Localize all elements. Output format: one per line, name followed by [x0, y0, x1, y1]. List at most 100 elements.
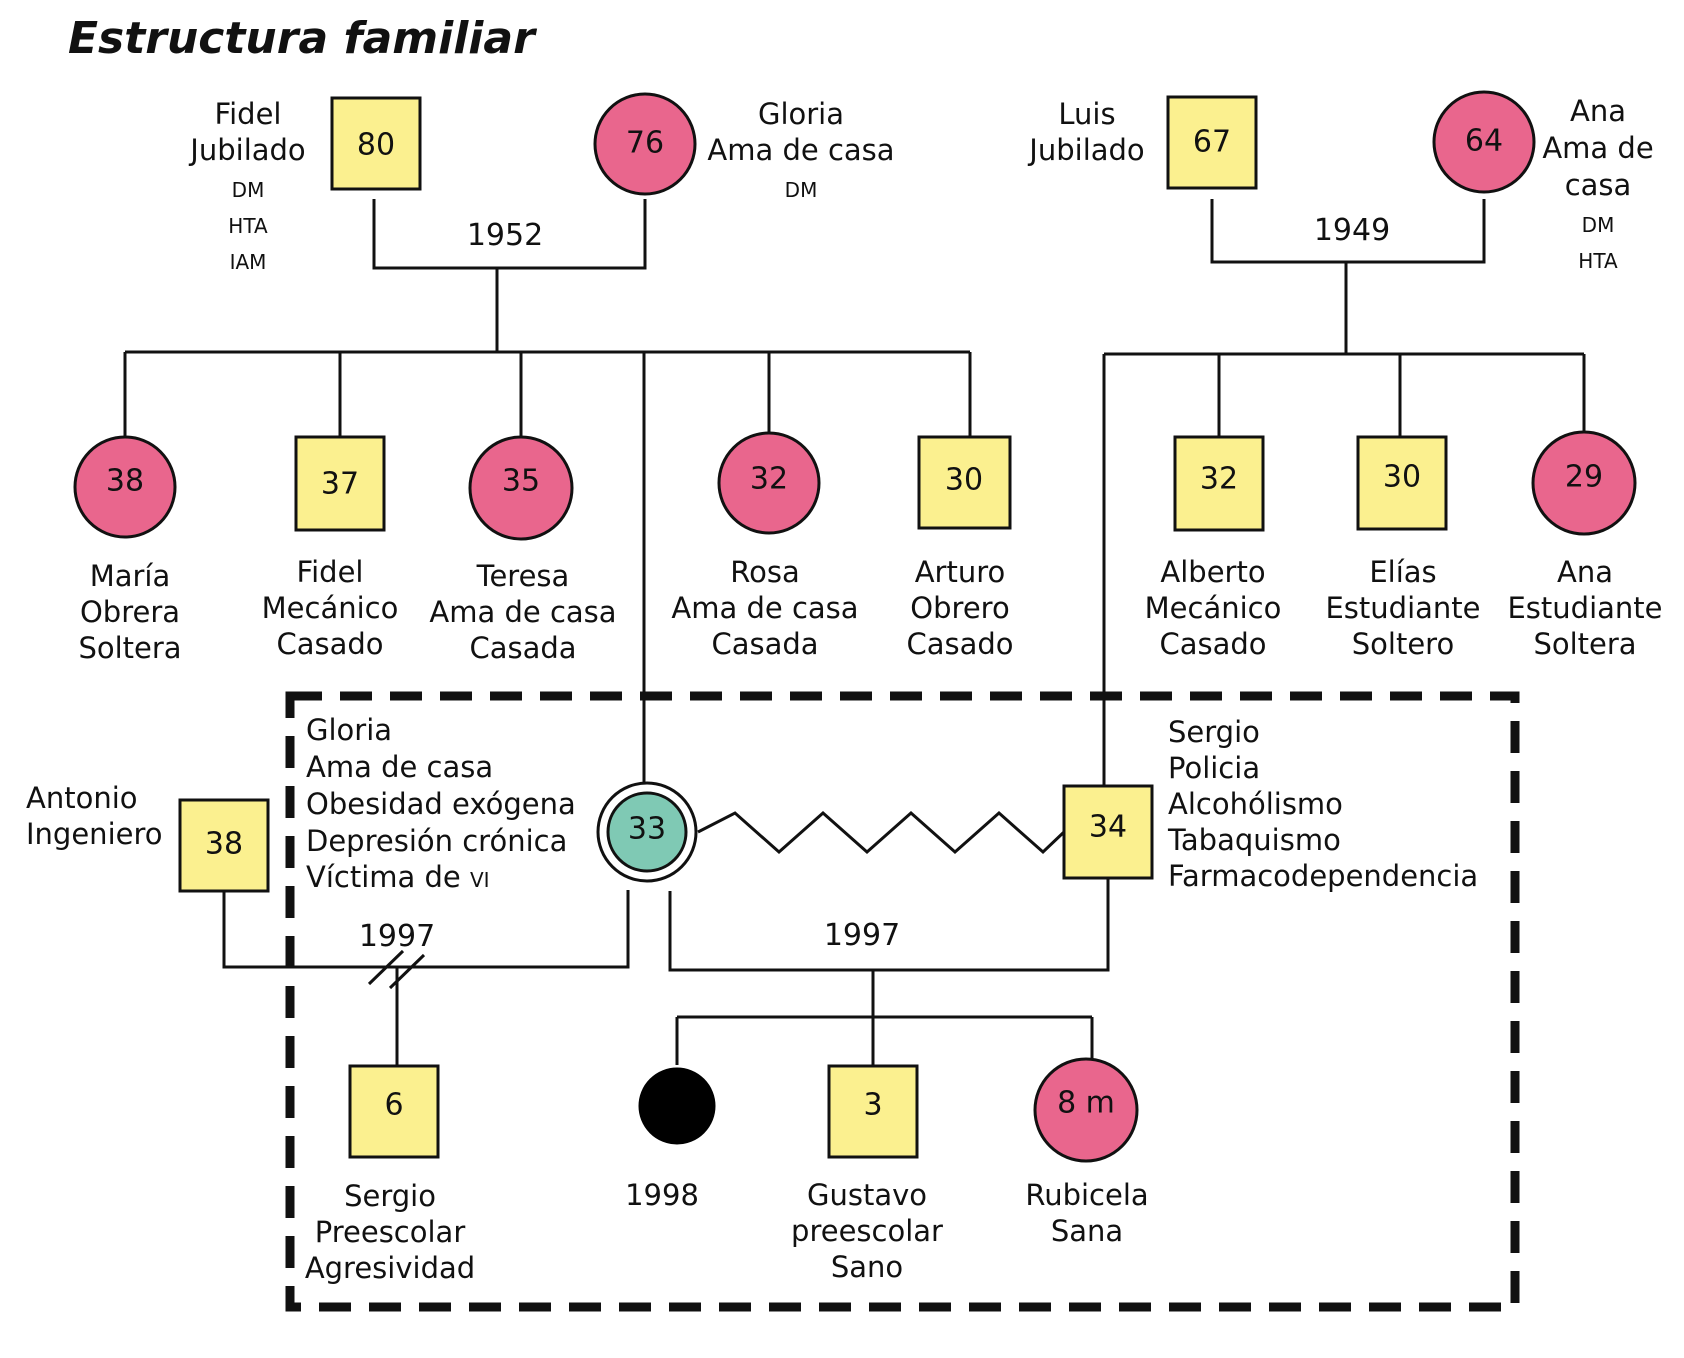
person-ana: 29 Ana Estudiante Soltera	[1507, 430, 1663, 661]
svg-text:DM: DM	[232, 178, 265, 202]
person-antonio: 38 Antonio Ingeniero	[26, 781, 270, 893]
svg-text:Sergio: Sergio	[1168, 715, 1260, 749]
svg-text:Ama de casa: Ama de casa	[707, 133, 894, 167]
svg-text:33: 33	[628, 812, 666, 847]
svg-text:Jubilado: Jubilado	[1027, 133, 1144, 167]
svg-text:Ingeniero: Ingeniero	[26, 817, 163, 851]
svg-text:Depresión crónica: Depresión crónica	[306, 824, 567, 858]
svg-text:Víctima de VI: Víctima de VI	[306, 860, 490, 894]
svg-text:29: 29	[1565, 460, 1603, 495]
svg-text:Policia: Policia	[1168, 751, 1260, 785]
person-elias: 30 Elías Estudiante Soltero	[1325, 435, 1481, 661]
svg-text:DM: DM	[785, 178, 818, 202]
svg-text:Ama de: Ama de	[1542, 131, 1653, 165]
svg-text:Arturo: Arturo	[915, 555, 1006, 589]
svg-text:Rubicela: Rubicela	[1025, 1178, 1148, 1212]
svg-text:8 m: 8 m	[1057, 1086, 1115, 1121]
svg-text:Ama de casa: Ama de casa	[306, 750, 493, 784]
person-sergio-father: 34 Sergio Policia Alcohólismo Tabaquismo…	[1062, 715, 1478, 893]
svg-text:32: 32	[750, 462, 788, 497]
person-luis-grandfather: 67 Luis Jubilado	[1027, 95, 1258, 190]
person-gustavo: 3 Gustavo preescolar Sano	[791, 1064, 943, 1284]
svg-text:Casado: Casado	[906, 627, 1013, 661]
svg-text:Agresividad: Agresividad	[305, 1251, 475, 1285]
svg-text:Ana: Ana	[1557, 555, 1613, 589]
svg-text:Estudiante: Estudiante	[1507, 591, 1662, 625]
svg-text:Gloria: Gloria	[758, 97, 844, 131]
svg-text:Antonio: Antonio	[26, 781, 138, 815]
svg-text:Soltera: Soltera	[1533, 627, 1636, 661]
svg-text:IAM: IAM	[230, 250, 267, 274]
svg-text:Sano: Sano	[831, 1250, 903, 1284]
svg-text:Ama de casa: Ama de casa	[671, 591, 858, 625]
svg-text:DM: DM	[1582, 213, 1615, 237]
svg-text:64: 64	[1465, 124, 1503, 159]
person-alberto: 32 Alberto Mecánico Casado	[1145, 435, 1281, 661]
svg-text:Gloria: Gloria	[306, 713, 392, 747]
person-sergio-child: 6 Sergio Preescolar Agresividad	[305, 1064, 475, 1285]
svg-text:Alberto: Alberto	[1160, 555, 1265, 589]
svg-text:30: 30	[945, 463, 983, 498]
svg-text:Teresa: Teresa	[476, 559, 570, 593]
person-rubicela: 8 m Rubicela Sana	[1025, 1057, 1149, 1248]
divorce-year: 1997	[359, 919, 435, 954]
svg-text:Obesidad exógena: Obesidad exógena	[306, 787, 576, 821]
svg-text:Casada: Casada	[469, 631, 576, 665]
svg-text:30: 30	[1383, 460, 1421, 495]
svg-text:Soltero: Soltero	[1352, 627, 1454, 661]
svg-text:Gustavo: Gustavo	[807, 1178, 927, 1212]
svg-text:María: María	[90, 559, 171, 593]
person-teresa: 35 Teresa Ama de casa Casada	[429, 435, 617, 665]
svg-text:38: 38	[205, 827, 243, 862]
relationship-lines	[123, 199, 1586, 1066]
person-arturo: 30 Arturo Obrero Casado	[906, 435, 1014, 661]
svg-text:HTA: HTA	[228, 214, 268, 238]
svg-text:76: 76	[626, 126, 664, 161]
svg-text:casa: casa	[1565, 168, 1632, 202]
marriage-year-current: 1997	[824, 918, 900, 953]
person-deceased-child: 1998	[625, 1067, 716, 1212]
svg-text:HTA: HTA	[1578, 249, 1618, 273]
marriage-year-paternal: 1952	[467, 218, 543, 253]
svg-text:Tabaquismo: Tabaquismo	[1167, 823, 1341, 857]
person-gloria-index: 33 Gloria Ama de casa Obesidad exógena D…	[306, 713, 698, 894]
svg-text:34: 34	[1089, 810, 1127, 845]
household-boundary	[285, 691, 1520, 1312]
svg-text:37: 37	[321, 467, 359, 502]
svg-text:3: 3	[863, 1088, 882, 1123]
svg-text:Mecánico: Mecánico	[262, 591, 399, 625]
marriage-year-maternal: 1949	[1314, 213, 1390, 248]
svg-text:Alcohólismo: Alcohólismo	[1168, 787, 1343, 821]
svg-text:6: 6	[384, 1088, 403, 1123]
person-maria: 38 María Obrera Soltera	[73, 435, 182, 665]
person-ana-grandmother: 64 Ana Ama de casa DM HTA	[1432, 90, 1654, 273]
svg-text:Casada: Casada	[711, 627, 818, 661]
svg-text:Obrero: Obrero	[910, 591, 1009, 625]
svg-text:Elías: Elías	[1369, 555, 1436, 589]
svg-text:Obrera: Obrera	[80, 595, 180, 629]
svg-text:Farmacodependencia: Farmacodependencia	[1168, 859, 1478, 893]
svg-text:Casado: Casado	[1159, 627, 1266, 661]
svg-text:Jubilado: Jubilado	[188, 133, 305, 167]
svg-text:Casado: Casado	[276, 627, 383, 661]
svg-text:Fidel: Fidel	[215, 97, 282, 131]
svg-text:Fidel: Fidel	[297, 555, 364, 589]
svg-text:preescolar: preescolar	[791, 1214, 943, 1248]
diagram-title: Estructura familiar	[68, 13, 537, 64]
svg-text:Luis: Luis	[1058, 97, 1115, 131]
person-gloria-grandmother: 76 Gloria Ama de casa DM	[593, 92, 895, 202]
svg-text:Ama de casa: Ama de casa	[429, 595, 616, 629]
svg-text:Sana: Sana	[1051, 1214, 1123, 1248]
svg-text:Soltera: Soltera	[78, 631, 181, 665]
svg-text:Estudiante: Estudiante	[1325, 591, 1480, 625]
svg-text:35: 35	[502, 464, 540, 499]
svg-text:Sergio: Sergio	[344, 1179, 436, 1213]
svg-text:Preescolar: Preescolar	[315, 1215, 466, 1249]
svg-text:1998: 1998	[625, 1178, 699, 1212]
person-fidel-grandfather: 80 Fidel Jubilado DM HTA IAM	[188, 96, 422, 274]
svg-text:80: 80	[357, 128, 395, 163]
svg-text:32: 32	[1200, 462, 1238, 497]
person-fidel: 37 Fidel Mecánico Casado	[262, 435, 399, 661]
svg-text:Ana: Ana	[1570, 94, 1626, 128]
